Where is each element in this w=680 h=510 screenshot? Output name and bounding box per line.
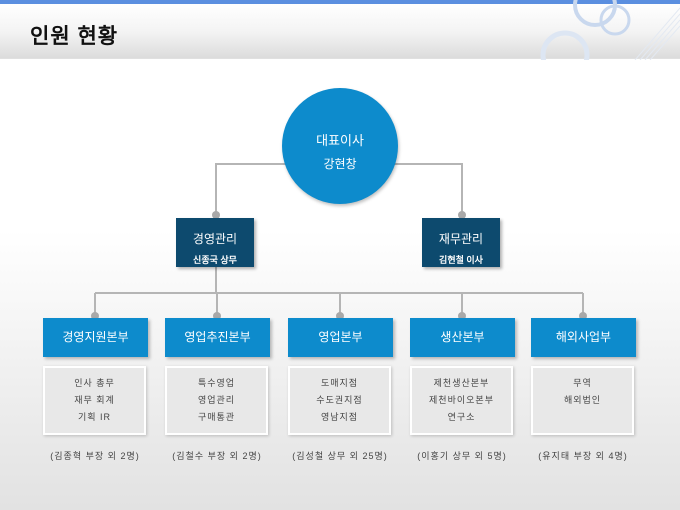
division-unit: 구매통관 (197, 412, 236, 422)
division-unit: 재무 회계 (74, 395, 115, 405)
manager-role: 재무관리 (438, 232, 484, 246)
division-unit: 제천생산본부 (433, 378, 490, 388)
division-staff: (이홍기 상무 외 5명) (417, 451, 507, 461)
header: 인원 현황 (0, 4, 680, 59)
division-header: 영업본부 (288, 318, 393, 357)
division-staff: (김철수 부장 외 2명) (172, 451, 262, 461)
division-unit: 해외법인 (563, 395, 602, 405)
division-staff: (김종혁 부장 외 2명) (50, 451, 140, 461)
division-unit: 영업관리 (197, 395, 236, 405)
manager-name: 김현철 이사 (439, 255, 483, 265)
division-unit: 무역 (573, 378, 592, 388)
division-unit: 영남지점 (320, 412, 359, 422)
division-staff: (김성철 상무 외 25명) (292, 451, 388, 461)
division-header: 경영지원본부 (43, 318, 148, 357)
division-header: 해외사업부 (531, 318, 636, 357)
division-staff: (유지태 부장 외 4명) (538, 451, 628, 461)
page-title: 인원 현황 (30, 25, 119, 48)
division-header: 생산본부 (410, 318, 515, 357)
division-unit: 도매지점 (320, 378, 359, 388)
manager-role: 경영관리 (192, 232, 238, 246)
top-accent-bar (0, 0, 680, 4)
division-unit: 연구소 (447, 412, 476, 422)
ceo-role: 대표이사 (316, 133, 364, 148)
manager-node-management: 경영관리 신종국 상무 (176, 218, 254, 267)
manager-name: 신종국 상무 (193, 255, 237, 265)
division-unit: 제천바이오본부 (429, 395, 494, 405)
division-header: 영업추진본부 (165, 318, 270, 357)
decorative-circles-icon (540, 0, 680, 60)
ceo-name: 강현창 (323, 157, 357, 171)
division-unit: 수도권지점 (316, 395, 363, 405)
manager-node-finance: 재무관리 김현철 이사 (422, 218, 500, 267)
division-unit: 기획 IR (77, 412, 112, 422)
ceo-node: 대표이사 강현창 (282, 88, 398, 204)
division-unit: 인사 총무 (74, 378, 115, 388)
division-unit: 특수영업 (197, 378, 236, 388)
